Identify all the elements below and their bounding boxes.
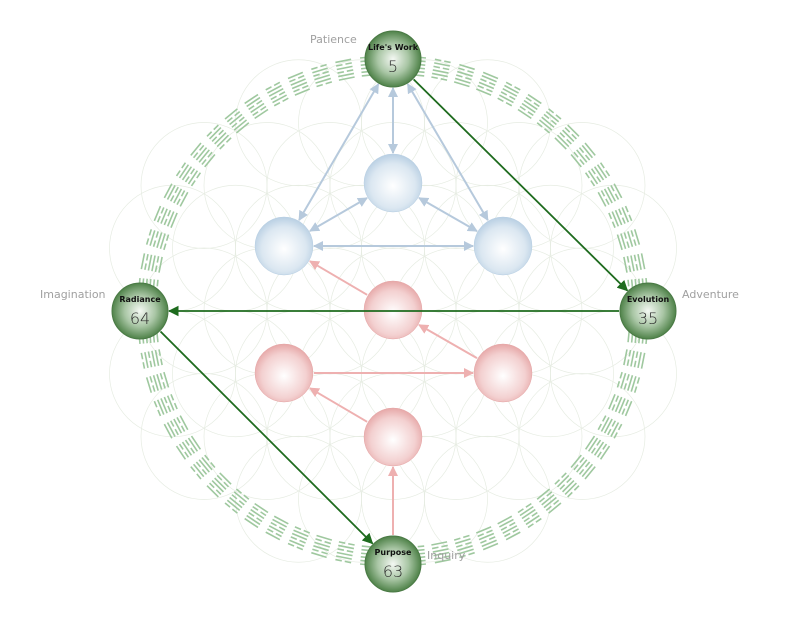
hexagram bbox=[536, 488, 562, 514]
sphere-name: Evolution bbox=[627, 295, 670, 304]
grid-circle bbox=[518, 373, 646, 500]
hexagram bbox=[453, 534, 475, 559]
hexagram bbox=[517, 502, 542, 529]
hexagram bbox=[536, 108, 562, 134]
pink-arrows bbox=[309, 260, 478, 535]
pink-arrow bbox=[309, 260, 368, 296]
hexagram bbox=[153, 393, 178, 417]
sphere-name: Life's Work bbox=[368, 43, 419, 52]
hexagram bbox=[431, 541, 451, 564]
hexagram bbox=[244, 93, 269, 120]
gene-key-number: 5 bbox=[388, 57, 398, 76]
hexagram bbox=[190, 142, 216, 168]
green-arrow bbox=[159, 330, 374, 545]
hexagram bbox=[497, 81, 521, 107]
grid-circle bbox=[424, 435, 551, 563]
hexagram bbox=[335, 58, 355, 81]
grid-circle bbox=[518, 122, 646, 249]
hexagram bbox=[570, 142, 596, 168]
hexagram bbox=[616, 229, 641, 251]
hexagram bbox=[175, 162, 202, 187]
blue-sphere-blue-top[interactable] bbox=[363, 153, 423, 213]
gene-key-number: 35 bbox=[638, 309, 658, 328]
hexagram bbox=[163, 183, 189, 207]
hexagram bbox=[554, 124, 580, 150]
hexagram bbox=[265, 81, 289, 107]
hexagram bbox=[265, 515, 289, 541]
hexagram bbox=[206, 124, 232, 150]
sphere-circle[interactable] bbox=[619, 282, 677, 340]
sphere-circle[interactable] bbox=[364, 30, 422, 88]
hexagram bbox=[623, 349, 646, 369]
quality-label-purpose: Inquiry bbox=[427, 549, 466, 562]
pink-arrow bbox=[309, 387, 368, 423]
pink-sphere-pink-top[interactable] bbox=[363, 280, 423, 340]
hexagram bbox=[608, 393, 633, 417]
sphere-circle[interactable] bbox=[111, 282, 169, 340]
grid-circle bbox=[361, 435, 488, 563]
hexagram bbox=[224, 108, 250, 134]
pink-sphere-pink-left[interactable] bbox=[254, 343, 314, 403]
hexagram bbox=[554, 472, 580, 498]
green-arrow bbox=[412, 78, 629, 292]
hexagram bbox=[623, 253, 646, 273]
sphere-evolution[interactable]: Evolution 35 bbox=[619, 282, 677, 340]
sphere-name: Radiance bbox=[119, 295, 161, 304]
sphere-lifes-work[interactable]: Life's Work 5 bbox=[364, 30, 422, 88]
blue-arrow bbox=[418, 197, 478, 232]
hexagram bbox=[517, 93, 542, 120]
hexagram-ring bbox=[137, 55, 649, 567]
hexagram bbox=[244, 502, 269, 529]
hexagram bbox=[608, 205, 633, 229]
hexagram bbox=[475, 526, 499, 551]
hexagram bbox=[145, 229, 170, 251]
sphere-name: Purpose bbox=[375, 548, 412, 557]
sphere-purpose[interactable]: Purpose 63 bbox=[364, 535, 422, 593]
blue-sphere-blue-left[interactable] bbox=[254, 216, 314, 276]
hexagram bbox=[190, 454, 216, 480]
hexagram bbox=[311, 534, 333, 559]
gene-key-number: 63 bbox=[383, 562, 403, 581]
sphere-radiance[interactable]: Radiance 64 bbox=[111, 282, 169, 340]
hexagram bbox=[287, 526, 311, 551]
hexagram bbox=[431, 58, 451, 81]
hexagram bbox=[335, 541, 355, 564]
hexagram bbox=[497, 515, 521, 541]
pink-sphere-pink-bottom[interactable] bbox=[363, 407, 423, 467]
hexagram bbox=[140, 349, 163, 369]
hexagram bbox=[616, 371, 641, 393]
pink-arrow bbox=[418, 324, 478, 359]
hexagram bbox=[163, 415, 189, 439]
hexagram bbox=[570, 454, 596, 480]
hexagram bbox=[145, 371, 170, 393]
blue-sphere-blue-right[interactable] bbox=[473, 216, 533, 276]
hexagram bbox=[224, 488, 250, 514]
gene-key-number: 64 bbox=[130, 309, 150, 328]
sphere-circle[interactable] bbox=[364, 535, 422, 593]
hexagram bbox=[140, 253, 163, 273]
hexagram bbox=[453, 63, 475, 88]
quality-label-evolution: Adventure bbox=[682, 288, 739, 301]
pink-sphere-pink-right[interactable] bbox=[473, 343, 533, 403]
hexagram bbox=[206, 472, 232, 498]
hexagram bbox=[584, 162, 611, 187]
blue-arrows bbox=[298, 83, 489, 251]
pink-spheres bbox=[254, 280, 533, 467]
hexagram bbox=[153, 205, 178, 229]
green-arrows bbox=[159, 78, 629, 545]
hexagram bbox=[597, 415, 623, 439]
blue-arrow bbox=[298, 83, 380, 221]
hexagram bbox=[584, 435, 611, 460]
blue-arrow bbox=[309, 197, 368, 232]
blue-spheres bbox=[254, 153, 533, 276]
hexagram bbox=[597, 183, 623, 207]
quality-label-lifes-work: Patience bbox=[310, 33, 357, 46]
quality-label-radiance: Imagination bbox=[40, 288, 106, 301]
hexagram bbox=[311, 63, 333, 88]
hexagram bbox=[175, 435, 202, 460]
